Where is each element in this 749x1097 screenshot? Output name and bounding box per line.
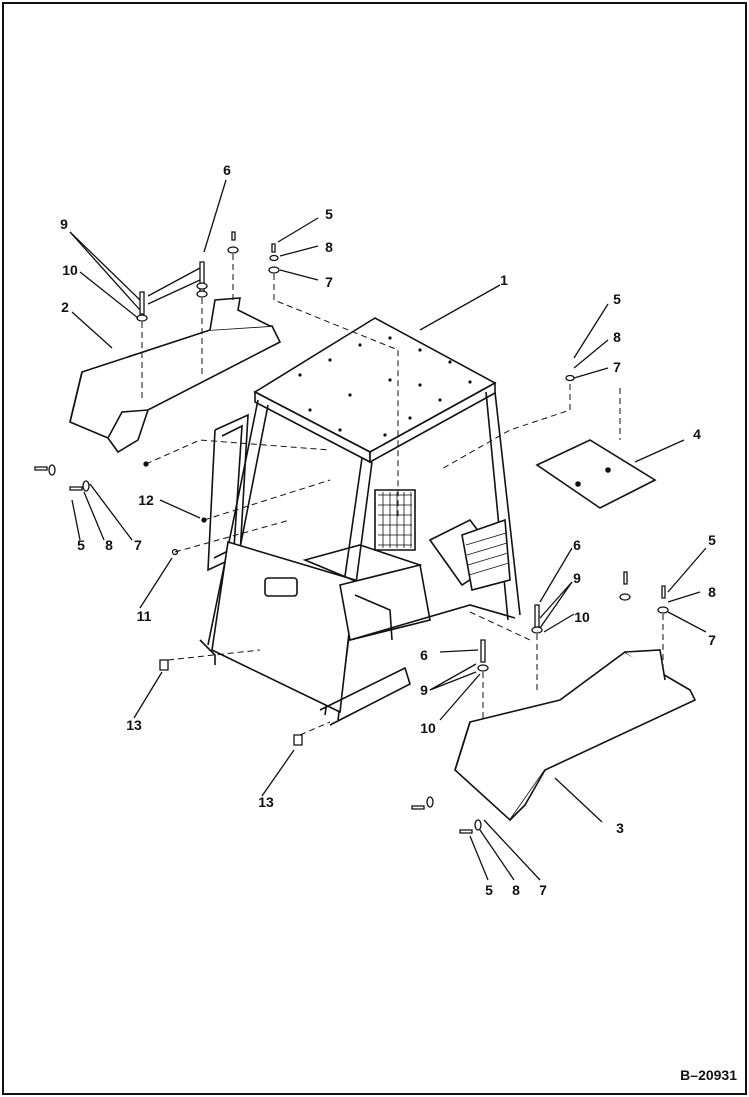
callout-13-bottom: 13 bbox=[258, 794, 274, 810]
callout-5-bottom: 5 bbox=[485, 882, 493, 898]
callout-8-right-top: 8 bbox=[613, 329, 621, 345]
callout-11: 11 bbox=[136, 608, 152, 624]
callout-2: 2 bbox=[61, 299, 69, 315]
callout-8-bottom: 8 bbox=[512, 882, 520, 898]
access-plate bbox=[537, 440, 655, 508]
callout-3: 3 bbox=[616, 820, 624, 836]
callout-9-mid-right: 9 bbox=[573, 570, 581, 586]
callout-5-left: 5 bbox=[77, 537, 85, 553]
callout-5-right-top: 5 bbox=[613, 291, 621, 307]
left-fender bbox=[70, 298, 280, 452]
hardware bbox=[35, 232, 668, 833]
page-border bbox=[3, 3, 746, 1094]
callout-10-mid: 10 bbox=[420, 720, 436, 736]
right-fender bbox=[455, 650, 695, 820]
callout-8-left: 8 bbox=[105, 537, 113, 553]
callout-6-mid-right: 6 bbox=[573, 537, 581, 553]
roof-bolt-holes bbox=[298, 336, 472, 437]
callout-6-top: 6 bbox=[223, 162, 231, 178]
callout-9-mid: 9 bbox=[420, 682, 428, 698]
callout-7-top: 7 bbox=[325, 274, 333, 290]
callout-5-top: 5 bbox=[325, 206, 333, 222]
callout-12: 12 bbox=[138, 492, 154, 508]
callout-9-top: 9 bbox=[60, 216, 68, 232]
assembly-lines bbox=[142, 254, 663, 735]
callout-10-mid-right: 10 bbox=[574, 609, 590, 625]
callout-8-far-right: 8 bbox=[708, 584, 716, 600]
callout-8-top: 8 bbox=[325, 239, 333, 255]
callout-13-left: 13 bbox=[126, 717, 142, 733]
cab-frame bbox=[200, 318, 520, 725]
callout-10-top: 10 bbox=[62, 262, 78, 278]
callout-6-mid: 6 bbox=[420, 647, 428, 663]
callout-7-right-top: 7 bbox=[613, 359, 621, 375]
callout-5-far-right: 5 bbox=[708, 532, 716, 548]
callout-4: 4 bbox=[693, 426, 701, 442]
callout-1: 1 bbox=[500, 272, 508, 288]
figure-code: B–20931 bbox=[680, 1067, 737, 1083]
callout-7-far-right: 7 bbox=[708, 632, 716, 648]
callout-7-bottom: 7 bbox=[539, 882, 547, 898]
leader-lines bbox=[70, 180, 706, 880]
callout-7-left: 7 bbox=[134, 537, 142, 553]
